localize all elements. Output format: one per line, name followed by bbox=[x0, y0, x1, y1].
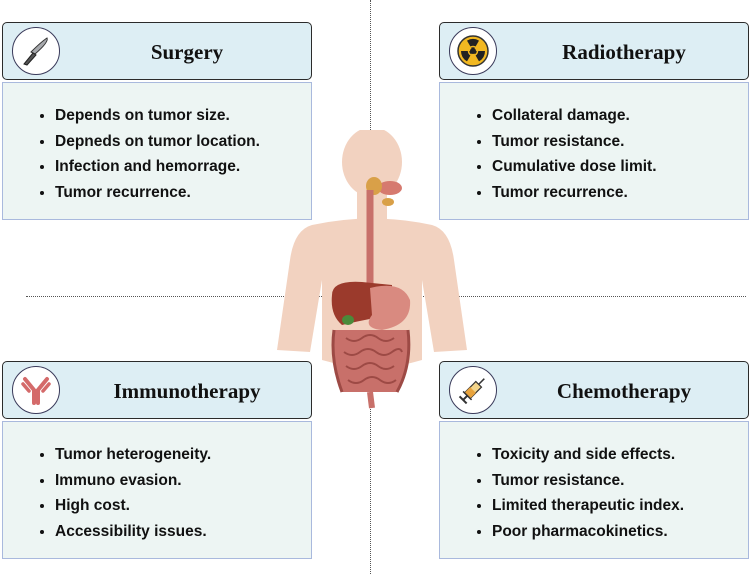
list-item: Toxicity and side effects. bbox=[492, 442, 740, 468]
list-item: Tumor resistance. bbox=[492, 468, 740, 494]
immunotherapy-panel: Immunotherapy Tumor heterogeneity. Immun… bbox=[2, 361, 312, 559]
chemotherapy-panel: Chemotherapy Toxicity and side effects. … bbox=[439, 361, 749, 559]
list-item: Cumulative dose limit. bbox=[492, 154, 740, 180]
surgery-panel: Surgery Depends on tumor size. Depneds o… bbox=[2, 22, 312, 220]
list-item: High cost. bbox=[55, 493, 303, 519]
list-item: Depends on tumor size. bbox=[55, 103, 303, 129]
chemotherapy-title: Chemotherapy bbox=[556, 378, 692, 403]
list-item: Infection and hemorrage. bbox=[55, 154, 303, 180]
list-item: Tumor resistance. bbox=[492, 129, 740, 155]
list-item: Immuno evasion. bbox=[55, 468, 303, 494]
radiotherapy-panel: Radiotherapy Collateral damage. Tumor re… bbox=[439, 22, 749, 220]
surgery-title: Surgery bbox=[150, 39, 224, 64]
radiation-icon bbox=[449, 27, 497, 75]
immunotherapy-body: Tumor heterogeneity. Immuno evasion. Hig… bbox=[2, 421, 312, 559]
list-item: Poor pharmacokinetics. bbox=[492, 519, 740, 545]
immunotherapy-title: Immunotherapy bbox=[113, 378, 261, 403]
antibody-icon bbox=[12, 366, 60, 414]
syringe-icon bbox=[449, 366, 497, 414]
list-item: Depneds on tumor location. bbox=[55, 129, 303, 155]
chemotherapy-body: Toxicity and side effects. Tumor resista… bbox=[439, 421, 749, 559]
scalpel-icon bbox=[12, 27, 60, 75]
list-item: Limited therapeutic index. bbox=[492, 493, 740, 519]
radiotherapy-header: Radiotherapy bbox=[439, 22, 749, 80]
surgery-body: Depends on tumor size. Depneds on tumor … bbox=[2, 82, 312, 220]
chemotherapy-header: Chemotherapy bbox=[439, 361, 749, 419]
human-body-illustration bbox=[277, 130, 467, 409]
list-item: Tumor recurrence. bbox=[55, 180, 303, 206]
list-item: Collateral damage. bbox=[492, 103, 740, 129]
list-item: Tumor heterogeneity. bbox=[55, 442, 303, 468]
list-item: Tumor recurrence. bbox=[492, 180, 740, 206]
surgery-header: Surgery bbox=[2, 22, 312, 80]
list-item: Accessibility issues. bbox=[55, 519, 303, 545]
radiotherapy-title: Radiotherapy bbox=[562, 39, 686, 64]
immunotherapy-header: Immunotherapy bbox=[2, 361, 312, 419]
radiotherapy-body: Collateral damage. Tumor resistance. Cum… bbox=[439, 82, 749, 220]
